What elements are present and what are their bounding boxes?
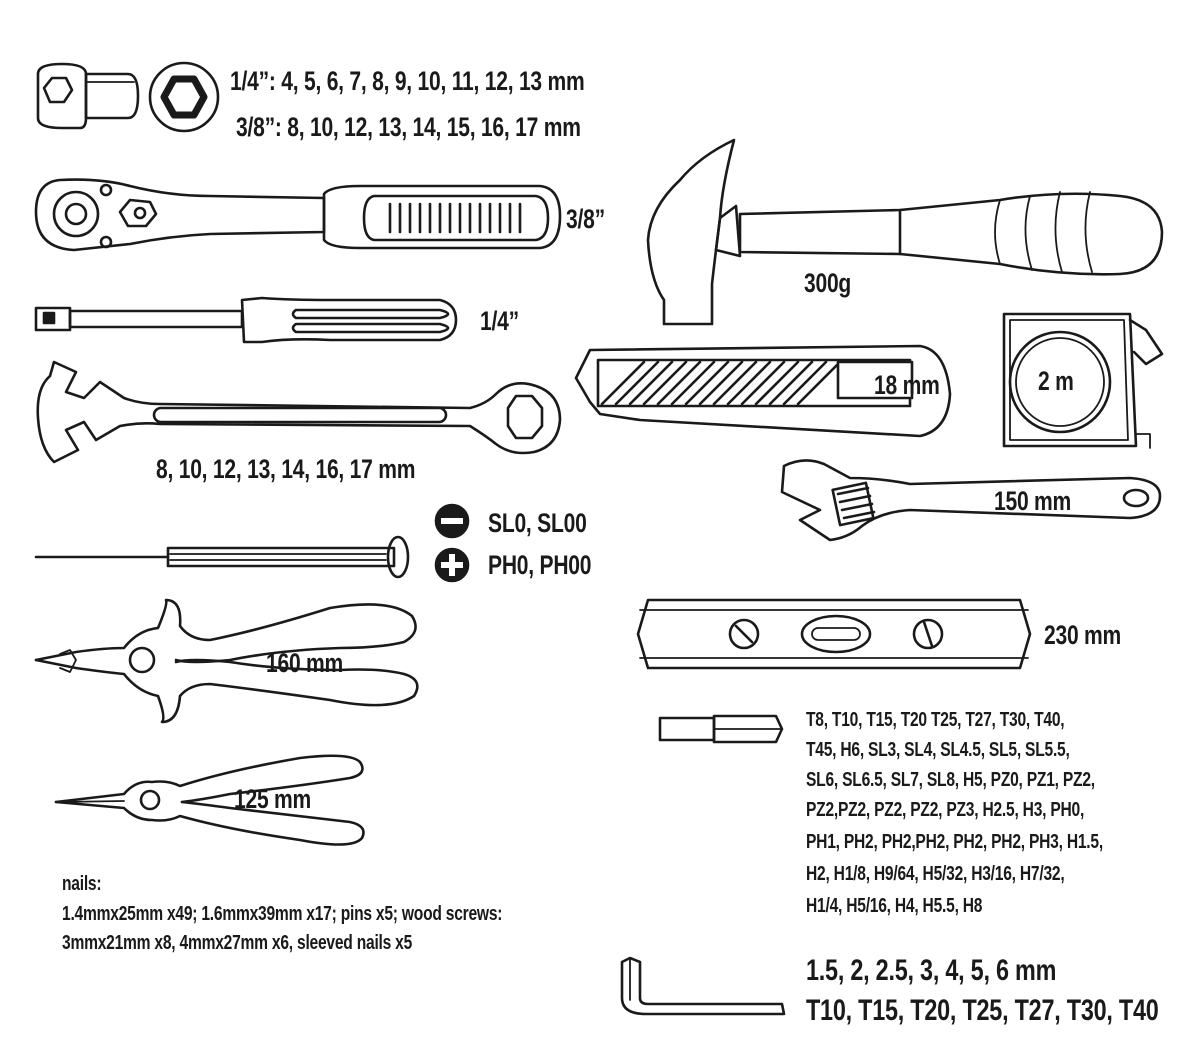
hammer-icon: [646, 138, 1164, 326]
hammer-weight-label: 300g: [804, 268, 852, 298]
ratchet-icon: [34, 178, 562, 252]
sockets-sizes-three-eighths: 3/8”: 8, 10, 12, 13, 14, 15, 16, 17 mm: [236, 112, 581, 142]
cutter-size-label: 18 mm: [874, 370, 940, 400]
phillips-sizes-label: PH0, PH00: [488, 550, 592, 580]
bits-line-7: H1/4, H5/16, H4, H5.5, H8: [806, 895, 983, 917]
needle-nose-pliers-icon: [54, 754, 365, 846]
sockets-sizes-quarter-inch: 1/4”: 4, 5, 6, 7, 8, 9, 10, 11, 12, 13 m…: [230, 66, 585, 96]
bits-line-1: T8, T10, T15, T20 T25, T27, T30, T40,: [806, 709, 1065, 731]
tape-measure-icon: [1002, 312, 1164, 449]
utility-knife-icon: [574, 344, 952, 438]
needle-pliers-size-label: 125 mm: [234, 784, 312, 814]
phillips-symbol-icon: [434, 547, 470, 583]
nails-detail-line-2: 3mmx21mm x8, 4mmx27mm x6, sleeved nails …: [62, 932, 413, 954]
slotted-symbol-icon: [434, 503, 470, 539]
bits-line-4: PZ2,PZ2, PZ2, PZ2, PZ3, H2.5, H3, PH0,: [806, 799, 1085, 821]
screwdriver-bit-icon: [658, 714, 784, 744]
bits-line-5: PH1, PH2, PH2,PH2, PH2, PH2, PH3, H1.5,: [806, 831, 1103, 853]
precision-screwdriver-icon: [34, 535, 410, 579]
bits-line-6: H2, H1/8, H9/64, H5/32, H3/16, H7/32,: [806, 863, 1065, 885]
combination-pliers-size-label: 160 mm: [266, 648, 344, 678]
bits-line-2: T45, H6, SL3, SL4, SL4.5, SL5, SL5.5,: [806, 739, 1070, 761]
spinner-size-label: 1/4”: [480, 306, 519, 336]
hex-key-icon: [620, 956, 786, 1016]
wrench-sizes-label: 8, 10, 12, 13, 14, 16, 17 mm: [156, 454, 416, 484]
hex-key-metric-sizes: 1.5, 2, 2.5, 3, 4, 5, 6 mm: [806, 954, 1057, 987]
combination-pliers-icon: [34, 598, 419, 724]
tape-length-label: 2 m: [1038, 366, 1074, 396]
hex-socket-icon: [148, 61, 220, 133]
hex-key-torx-sizes: T10, T15, T20, T25, T27, T30, T40: [806, 994, 1159, 1027]
spinner-handle-icon: [34, 296, 458, 344]
nails-heading: nails:: [62, 873, 102, 895]
bits-line-3: SL6, SL6.5, SL7, SL8, H5, PZ0, PZ1, PZ2,: [806, 769, 1095, 791]
spirit-level-icon: [636, 598, 1032, 670]
nails-detail-line-1: 1.4mmx25mm x49; 1.6mmx39mm x17; pins x5;…: [62, 903, 503, 925]
ratchet-size-label: 3/8”: [566, 204, 605, 234]
slotted-sizes-label: SL0, SL00: [488, 508, 587, 538]
combination-wrench-icon: [36, 360, 562, 464]
adjustable-wrench-size-label: 150 mm: [994, 486, 1072, 516]
adjustable-wrench-icon: [780, 459, 1162, 542]
socket-icon: [36, 62, 140, 130]
level-length-label: 230 mm: [1044, 620, 1122, 650]
